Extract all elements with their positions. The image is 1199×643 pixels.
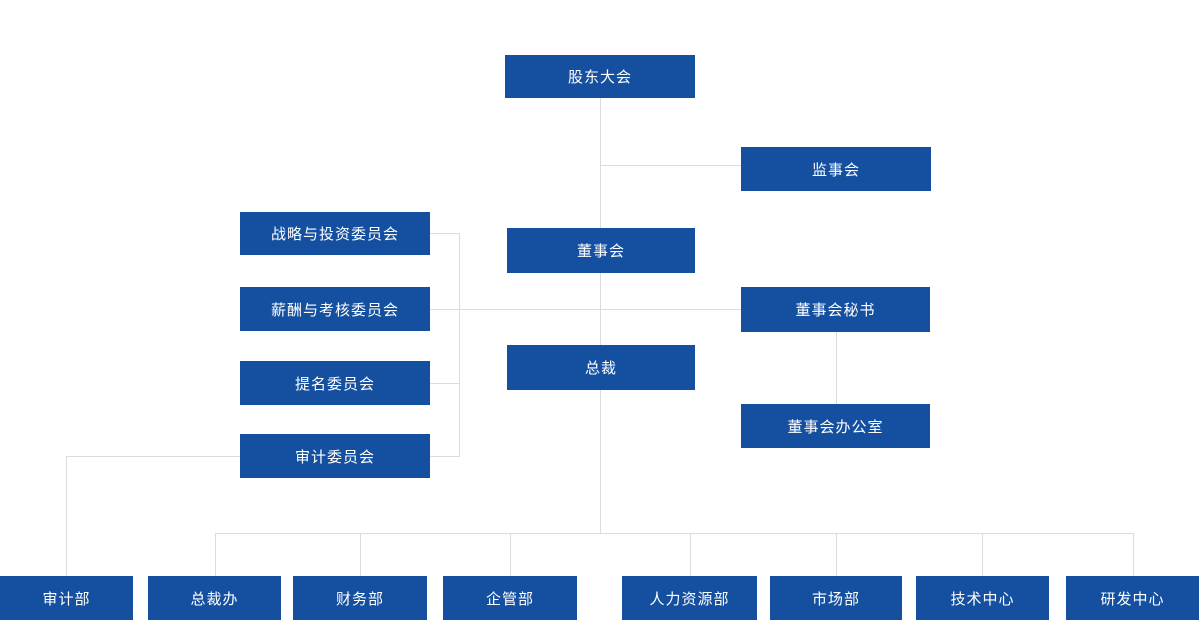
connector-line <box>66 456 67 576</box>
org-node-strategy-investment-committee: 战略与投资委员会 <box>240 212 430 255</box>
org-node-technology-center: 技术中心 <box>916 576 1049 620</box>
org-node-nomination-committee: 提名委员会 <box>240 361 430 405</box>
org-node-audit-dept: 审计部 <box>0 576 133 620</box>
org-node-shareholders-meeting: 股东大会 <box>505 55 695 98</box>
connector-line <box>690 533 691 576</box>
connector-line <box>1133 533 1134 576</box>
connector-line <box>215 533 1133 534</box>
connector-line <box>459 233 460 457</box>
org-node-board-of-directors: 董事会 <box>507 228 695 273</box>
org-node-finance-dept: 财务部 <box>293 576 427 620</box>
org-node-board-secretary: 董事会秘书 <box>741 287 930 332</box>
org-node-rd-center: 研发中心 <box>1066 576 1199 620</box>
org-node-marketing-dept: 市场部 <box>770 576 902 620</box>
org-node-compensation-assessment-committee: 薪酬与考核委员会 <box>240 287 430 331</box>
org-node-supervisory-board: 监事会 <box>741 147 931 191</box>
connector-line <box>430 383 459 384</box>
connector-line <box>836 533 837 576</box>
connector-line <box>360 533 361 576</box>
connector-line <box>430 309 741 310</box>
org-node-hr-dept: 人力资源部 <box>622 576 757 620</box>
connector-line <box>510 533 511 576</box>
org-node-audit-committee: 审计委员会 <box>240 434 430 478</box>
org-node-president: 总裁 <box>507 345 695 390</box>
connector-line <box>215 533 216 576</box>
connector-line <box>600 98 601 228</box>
org-node-president-office: 总裁办 <box>148 576 281 620</box>
org-node-enterprise-management-dept: 企管部 <box>443 576 577 620</box>
connector-line <box>600 165 741 166</box>
connector-line <box>430 233 459 234</box>
connector-line <box>982 533 983 576</box>
connector-line <box>836 332 837 404</box>
connector-line <box>600 390 601 533</box>
connector-line <box>430 456 459 457</box>
connector-line <box>66 456 240 457</box>
org-node-board-office: 董事会办公室 <box>741 404 930 448</box>
